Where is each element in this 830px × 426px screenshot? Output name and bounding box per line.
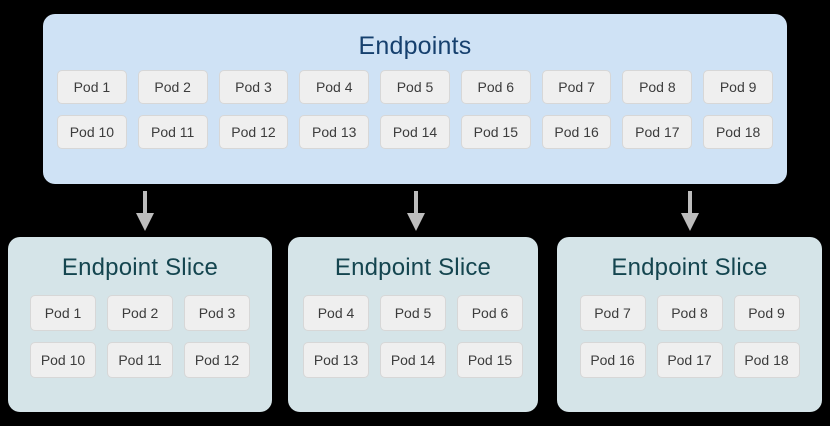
- pod-chip[interactable]: Pod 18: [703, 115, 774, 149]
- endpoint-slice-pod-row-2: Pod 13 Pod 14 Pod 15: [303, 342, 523, 378]
- pod-chip[interactable]: Pod 15: [457, 342, 523, 378]
- endpoints-title: Endpoints: [358, 32, 472, 60]
- endpoint-slice-pod-row-1: Pod 7 Pod 8 Pod 9: [579, 295, 800, 331]
- pod-chip[interactable]: Pod 4: [303, 295, 369, 331]
- pod-chip[interactable]: Pod 8: [656, 295, 723, 331]
- pod-chip[interactable]: Pod 13: [303, 342, 369, 378]
- pod-chip[interactable]: Pod 1: [30, 295, 96, 331]
- arrow-down-icon-2: [405, 191, 427, 231]
- pod-chip[interactable]: Pod 14: [380, 115, 450, 149]
- pod-chip[interactable]: Pod 8: [622, 70, 693, 104]
- pod-chip[interactable]: Pod 5: [380, 70, 450, 104]
- endpoint-slice-title: Endpoint Slice: [611, 254, 768, 281]
- pod-chip[interactable]: Pod 3: [184, 295, 250, 331]
- endpoint-slice-box-3: Endpoint Slice Pod 7 Pod 8 Pod 9 Pod 16 …: [557, 237, 822, 412]
- pod-chip[interactable]: Pod 3: [218, 70, 289, 104]
- pod-chip[interactable]: Pod 10: [30, 342, 96, 378]
- arrow-down-icon-1: [134, 191, 156, 231]
- endpoint-slice-title: Endpoint Slice: [61, 254, 219, 281]
- pod-chip[interactable]: Pod 17: [622, 115, 693, 149]
- pod-chip[interactable]: Pod 2: [107, 295, 173, 331]
- pod-chip[interactable]: Pod 9: [733, 295, 800, 331]
- endpoint-slice-pod-grid: Pod 4 Pod 5 Pod 6 Pod 13 Pod 14 Pod 15: [288, 295, 538, 378]
- pod-chip[interactable]: Pod 7: [579, 295, 646, 331]
- pod-chip[interactable]: Pod 2: [137, 70, 208, 104]
- pod-chip[interactable]: Pod 12: [218, 115, 289, 149]
- pod-chip[interactable]: Pod 18: [733, 342, 800, 378]
- endpoint-slice-pod-row-1: Pod 1 Pod 2 Pod 3: [30, 295, 250, 331]
- endpoint-slice-title: Endpoint Slice: [334, 254, 492, 281]
- pod-chip[interactable]: Pod 1: [57, 70, 127, 104]
- pod-chip[interactable]: Pod 17: [656, 342, 723, 378]
- pod-chip[interactable]: Pod 15: [460, 115, 531, 149]
- endpoints-pod-row-1: Pod 1 Pod 2 Pod 3 Pod 4 Pod 5 Pod 6 Pod …: [57, 70, 774, 104]
- endpoint-slice-box-2: Endpoint Slice Pod 4 Pod 5 Pod 6 Pod 13 …: [288, 237, 538, 412]
- pod-chip[interactable]: Pod 10: [57, 115, 127, 149]
- pod-chip[interactable]: Pod 11: [137, 115, 208, 149]
- endpoint-slice-pod-row-2: Pod 16 Pod 17 Pod 18: [579, 342, 800, 378]
- pod-chip[interactable]: Pod 16: [579, 342, 646, 378]
- endpoint-slice-pod-grid: Pod 1 Pod 2 Pod 3 Pod 10 Pod 11 Pod 12: [8, 295, 272, 378]
- endpoints-pod-grid: Pod 1 Pod 2 Pod 3 Pod 4 Pod 5 Pod 6 Pod …: [57, 70, 774, 149]
- endpoints-box: Endpoints Pod 1 Pod 2 Pod 3 Pod 4 Pod 5 …: [43, 14, 787, 184]
- endpoint-slice-pod-row-1: Pod 4 Pod 5 Pod 6: [303, 295, 523, 331]
- pod-chip[interactable]: Pod 14: [380, 342, 446, 378]
- pod-chip[interactable]: Pod 4: [299, 70, 370, 104]
- arrow-down-icon-3: [679, 191, 701, 231]
- pod-chip[interactable]: Pod 5: [380, 295, 446, 331]
- endpoint-slice-pod-grid: Pod 7 Pod 8 Pod 9 Pod 16 Pod 17 Pod 18: [557, 295, 822, 378]
- pod-chip[interactable]: Pod 6: [457, 295, 523, 331]
- endpoints-pod-row-2: Pod 10 Pod 11 Pod 12 Pod 13 Pod 14 Pod 1…: [57, 115, 774, 149]
- endpoint-slice-pod-row-2: Pod 10 Pod 11 Pod 12: [30, 342, 250, 378]
- pod-chip[interactable]: Pod 16: [541, 115, 612, 149]
- pod-chip[interactable]: Pod 9: [703, 70, 774, 104]
- pod-chip[interactable]: Pod 7: [541, 70, 612, 104]
- pod-chip[interactable]: Pod 11: [107, 342, 173, 378]
- pod-chip[interactable]: Pod 13: [299, 115, 370, 149]
- endpoint-slice-box-1: Endpoint Slice Pod 1 Pod 2 Pod 3 Pod 10 …: [8, 237, 272, 412]
- pod-chip[interactable]: Pod 6: [460, 70, 531, 104]
- pod-chip[interactable]: Pod 12: [184, 342, 250, 378]
